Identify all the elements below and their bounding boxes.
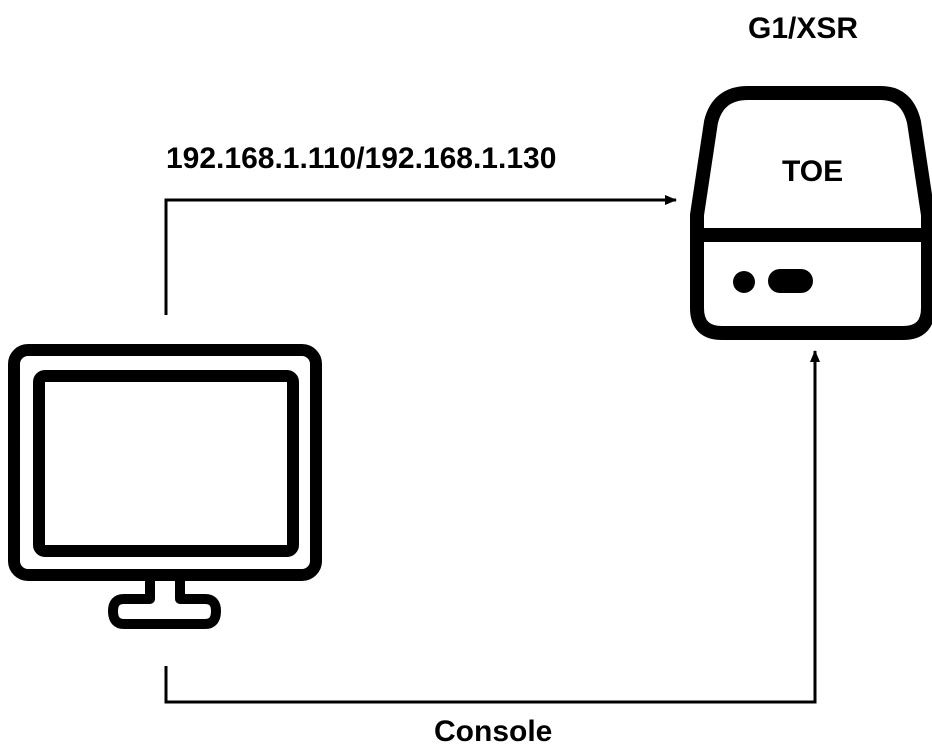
console-connection-label: Console (434, 715, 553, 748)
toe-label: TOE (782, 155, 844, 188)
network-connection-label: 192.168.1.110/192.168.1.130 (166, 142, 557, 175)
console-connection (164, 350, 820, 704)
server-drive-icon (690, 86, 932, 340)
status-led-icon (733, 271, 755, 293)
drive-slot-icon (768, 269, 813, 293)
monitor-icon (8, 344, 322, 629)
device-name-label: G1/XSR (748, 12, 859, 45)
network-connection (164, 195, 677, 315)
